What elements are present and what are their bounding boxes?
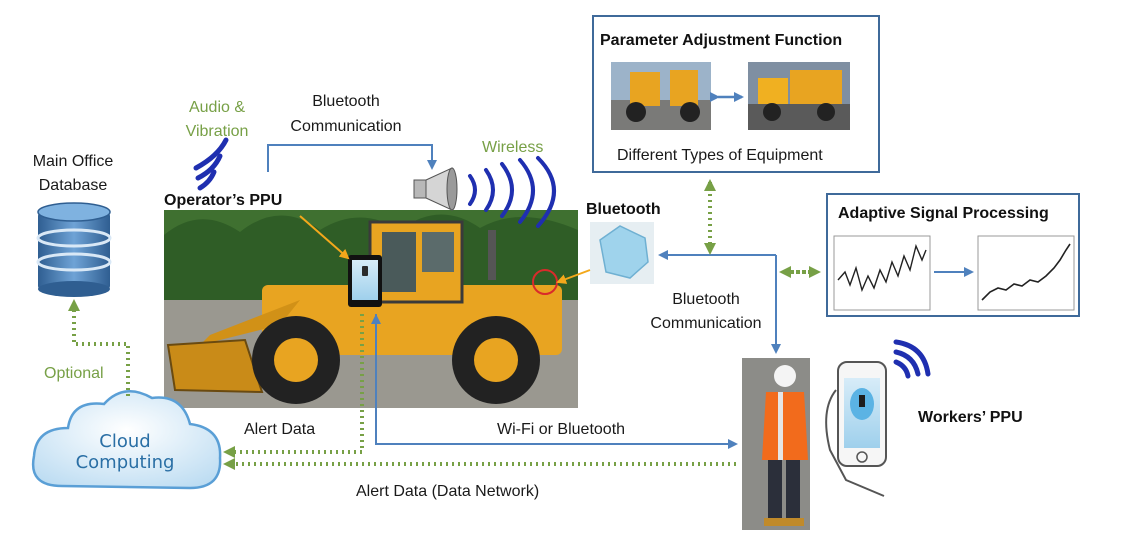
bluetooth-mid-label-1: Bluetooth [672,291,740,308]
workers-ppu-label: Workers’ PPU [918,409,1023,426]
signal-icon-operator [193,137,229,191]
equipment-photo-dumptruck [748,62,850,130]
raw-signal-plot [833,235,931,311]
adaptive-signal-title: Adaptive Signal Processing [838,205,1049,222]
operator-ppu-pointer [299,215,350,260]
wireless-waves-icon [468,156,556,228]
alert-data-label: Alert Data [244,421,316,438]
bluetooth-mid-label-2: Communication [650,315,762,332]
equipment-photo-loaders [611,62,711,130]
wifi-bluetooth-label: Wi-Fi or Bluetooth [497,421,626,438]
alert-data-connector [223,314,364,458]
bluetooth-label: Bluetooth [586,201,661,218]
bluetooth-top-label-1: Bluetooth [312,93,380,110]
beacon-pointer [556,269,591,284]
signal-icon-worker [893,339,931,379]
alert-network-label: Alert Data (Data Network) [356,483,540,500]
wifi-bluetooth-connector [375,314,738,449]
main-office-label-1: Main Office [32,153,114,170]
parameter-adjustment-title: Parameter Adjustment Function [600,32,843,49]
optional-connector [68,299,130,396]
audio-label-2: Vibration [185,123,249,140]
database-icon [36,202,112,297]
bluetooth-top-connector [267,144,437,172]
wheel-loader-photo [164,210,578,408]
filtered-signal-plot [977,235,1075,311]
worker-photo [742,358,810,530]
main-office-label-2: Database [38,177,108,194]
audio-label-1: Audio & [188,99,246,116]
optional-label: Optional [44,365,104,382]
speaker-icon [413,167,458,211]
equipment-types-label: Different Types of Equipment [617,147,823,164]
bluetooth-beacon [590,222,654,284]
cloud-label-2: Computing [75,452,175,473]
bluetooth-top-label-2: Communication [290,118,402,135]
cloud-icon [31,390,222,490]
operator-ppu-label: Operator’s PPU [164,192,283,209]
cloud-label-1: Cloud [99,431,151,452]
wireless-label: Wireless [482,139,544,156]
worker-phone-icon [825,361,887,497]
